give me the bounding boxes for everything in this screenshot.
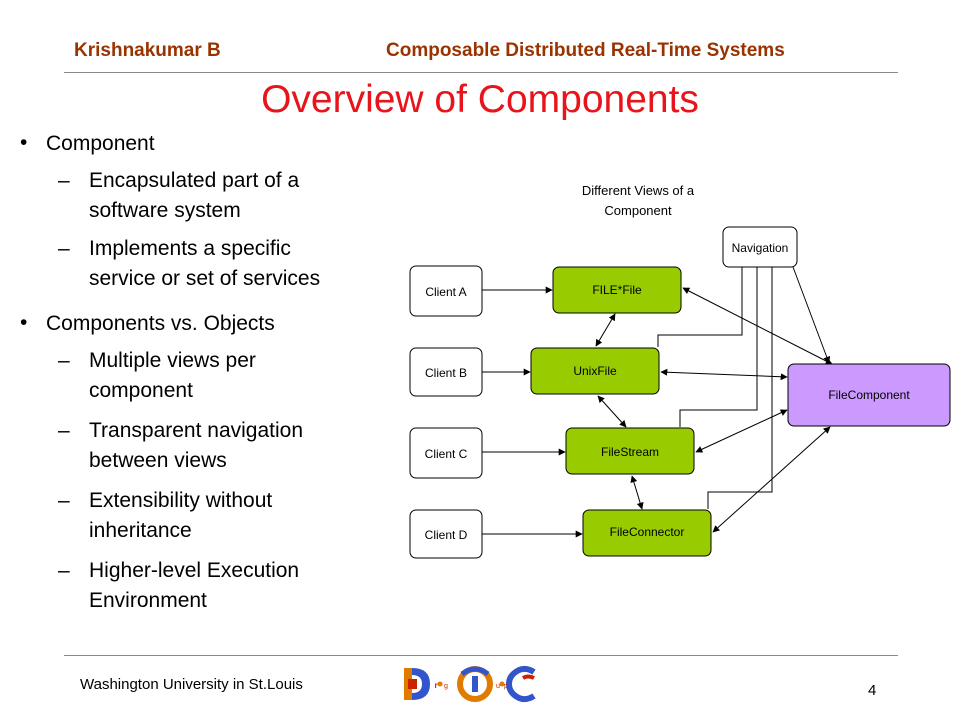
client-c-box: Client C bbox=[409, 427, 483, 479]
page-number: 4 bbox=[868, 682, 877, 699]
diagram-caption-line1: Different Views of a bbox=[582, 183, 695, 198]
nav-line-filestream bbox=[679, 267, 758, 427]
view-filestream-label: FileStream bbox=[601, 445, 659, 459]
client-a-box: Client A bbox=[409, 265, 483, 317]
logo-letter-g: g bbox=[444, 683, 448, 690]
arrow-file-unixfile bbox=[595, 313, 616, 347]
arrow-fileconnector-component bbox=[712, 426, 831, 533]
logo-mark bbox=[404, 665, 536, 703]
client-d-label: Client D bbox=[425, 528, 468, 542]
client-c-label: Client C bbox=[425, 447, 468, 461]
doc-group-logo: r g u p bbox=[404, 665, 536, 703]
logo-letter-r: r bbox=[434, 681, 437, 690]
file-component-label: FileComponent bbox=[828, 388, 910, 402]
slide-title: Overview of Components bbox=[261, 78, 699, 121]
arrow-unixfile-component bbox=[660, 368, 788, 381]
bullet-component: • Component bbox=[20, 131, 155, 155]
client-d-box: Client D bbox=[409, 509, 483, 559]
view-link-arrows bbox=[595, 313, 644, 510]
arrow-filestream-component bbox=[695, 409, 788, 453]
view-filestream-box: FileStream bbox=[565, 427, 695, 475]
view-file-label: FILE*File bbox=[592, 283, 642, 297]
arrow-unixfile-filestream bbox=[597, 395, 627, 428]
view-file-box: FILE*File bbox=[552, 266, 682, 314]
view-fileconnector-label: FileConnector bbox=[610, 525, 685, 539]
component-views-diagram: Different Views of a Component Client A … bbox=[409, 183, 951, 559]
component-arrows bbox=[660, 287, 833, 533]
footer-institution: Washington University in St.Louis bbox=[80, 676, 303, 693]
file-component-box: FileComponent bbox=[787, 363, 951, 427]
navigation-box: Navigation bbox=[722, 226, 798, 268]
header-course-title: Composable Distributed Real-Time Systems bbox=[386, 40, 785, 61]
arrow-filestream-fileconnector bbox=[630, 475, 644, 510]
view-fileconnector-box: FileConnector bbox=[582, 509, 712, 557]
header-rule bbox=[64, 72, 898, 73]
client-b-label: Client B bbox=[425, 366, 467, 380]
logo-letter-p: p bbox=[504, 683, 508, 690]
header-author: Krishnakumar B bbox=[74, 40, 221, 61]
nav-arrow-component bbox=[792, 266, 831, 364]
bullet-dot: • bbox=[20, 131, 28, 154]
navigation-label: Navigation bbox=[732, 241, 789, 255]
logo-letter-u: u bbox=[496, 683, 500, 690]
bullet-dot: • bbox=[20, 311, 28, 334]
arrow-file-component bbox=[682, 287, 833, 365]
client-b-box: Client B bbox=[409, 347, 483, 397]
view-unixfile-box: UnixFile bbox=[530, 347, 660, 395]
bullet-components-vs-objects: • Components vs. Objects bbox=[20, 311, 275, 335]
view-unixfile-label: UnixFile bbox=[573, 364, 617, 378]
client-arrows bbox=[482, 286, 583, 538]
client-a-label: Client A bbox=[425, 285, 466, 299]
footer-rule bbox=[64, 655, 898, 656]
nav-line-fileconnector bbox=[707, 267, 773, 509]
diagram-caption-line2: Component bbox=[604, 203, 672, 218]
